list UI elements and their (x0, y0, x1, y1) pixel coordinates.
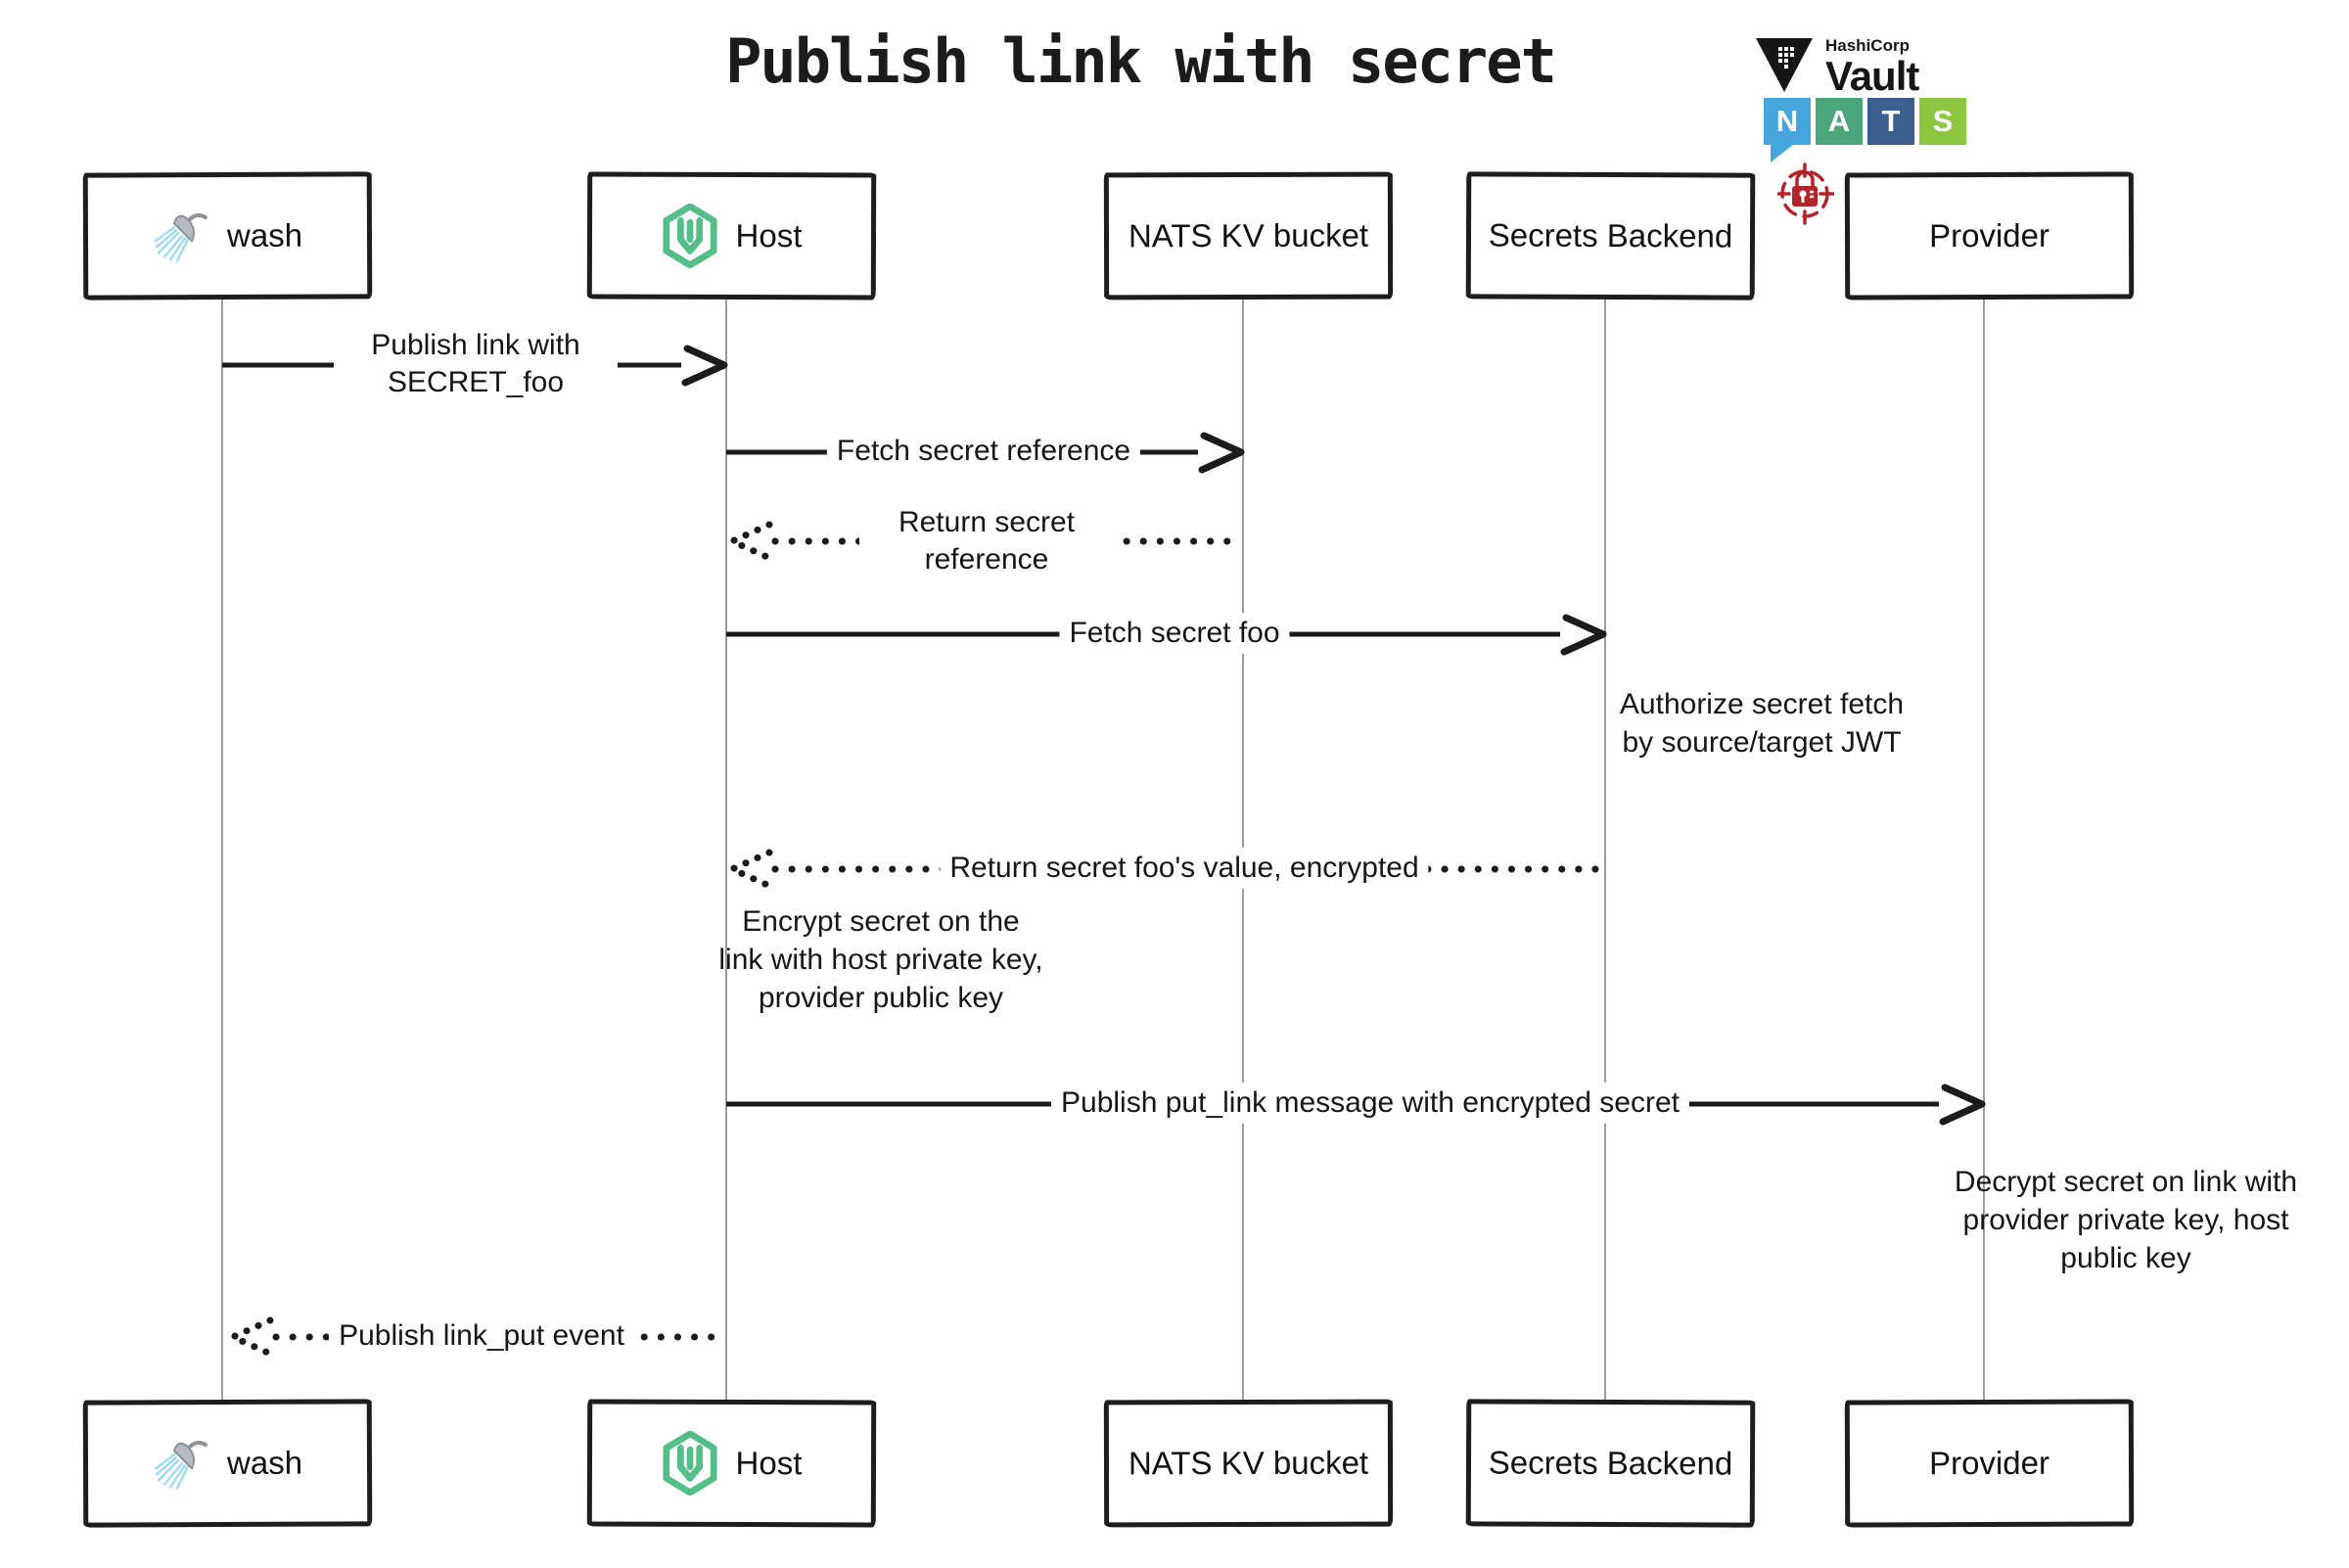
wasmcloud-hexagon-icon (662, 1430, 717, 1496)
lifeline-nats-kv (1242, 292, 1244, 1400)
lifeline-wash (221, 292, 223, 1400)
vault-product-text: Vault (1825, 53, 1919, 99)
nats-square-t: T (1867, 98, 1914, 145)
actor-label: Host (735, 1445, 803, 1482)
message-label-return-secret-reference: Return secret reference (859, 502, 1114, 580)
nats-letter: S (1932, 104, 1954, 138)
message-label-fetch-secret-reference: Fetch secret reference (826, 431, 1141, 472)
actor-label: Host (735, 217, 803, 254)
actor-box-host-bottom: Host (586, 1399, 877, 1528)
actor-box-wash-bottom: wash (82, 1399, 373, 1528)
actor-label: wash (226, 1444, 303, 1482)
actor-label: wash (226, 216, 303, 254)
nats-letter: A (1827, 104, 1851, 138)
message-label-fetch-secret-foo: Fetch secret foo (1059, 613, 1290, 654)
actor-box-provider: Provider (1844, 171, 2135, 300)
actor-box-host: Host (586, 171, 877, 300)
actor-box-wash: wash (82, 171, 373, 300)
lifeline-host (725, 292, 727, 1400)
note-authorize-secret-fetch: Authorize secret fetch by source/target … (1619, 688, 1905, 759)
actor-box-secrets-backend-bottom: Secrets Backend (1465, 1399, 1756, 1528)
nats-square-a: A (1816, 98, 1863, 145)
nats-letter: T (1881, 104, 1901, 138)
actor-label: Secrets Backend (1488, 216, 1733, 254)
actor-box-nats-kv: NATS KV bucket (1103, 171, 1394, 300)
actor-label: Provider (1928, 216, 2050, 254)
wasmcloud-hexagon-icon (662, 203, 717, 268)
actor-box-secrets-backend: Secrets Backend (1465, 171, 1756, 300)
lifeline-provider (1983, 292, 1985, 1400)
shower-icon (154, 1440, 207, 1490)
nats-square-n: N (1764, 98, 1811, 162)
lifeline-secrets-backend (1604, 292, 1606, 1400)
note-decrypt-secret: Decrypt secret on link with provider pri… (1954, 1166, 2298, 1274)
nats-letter: N (1775, 104, 1799, 138)
vault-triangle-icon (1756, 38, 1813, 92)
actor-label: Secrets Backend (1488, 1444, 1733, 1482)
shower-icon (154, 212, 207, 262)
message-label-publish-link-put-event: Publish link_put event (329, 1315, 634, 1357)
actor-label: Provider (1928, 1444, 2050, 1482)
nats-square-s: S (1919, 98, 1966, 145)
message-label-return-secret-value: Return secret foo's value, encrypted (940, 848, 1429, 889)
message-label-publish-link: Publish link with SECRET_foo (334, 325, 618, 403)
actor-label: NATS KV bucket (1128, 1444, 1369, 1482)
vault-brand-text: HashiCorp (1825, 36, 1910, 55)
secret-lock-icon (1777, 162, 1834, 225)
vault-logo: HashiCorp Vault (1755, 29, 1919, 99)
note-encrypt-secret: Encrypt secret on the link with host pri… (718, 905, 1043, 1014)
diagram-title: Publish link with secret (725, 25, 1557, 97)
message-label-publish-put-link: Publish put_link message with encrypted … (1051, 1083, 1689, 1124)
actor-box-nats-kv-bottom: NATS KV bucket (1103, 1399, 1394, 1528)
actor-label: NATS KV bucket (1128, 216, 1369, 254)
nats-logo: N A T S (1764, 98, 1966, 162)
actor-box-provider-bottom: Provider (1844, 1399, 2135, 1528)
